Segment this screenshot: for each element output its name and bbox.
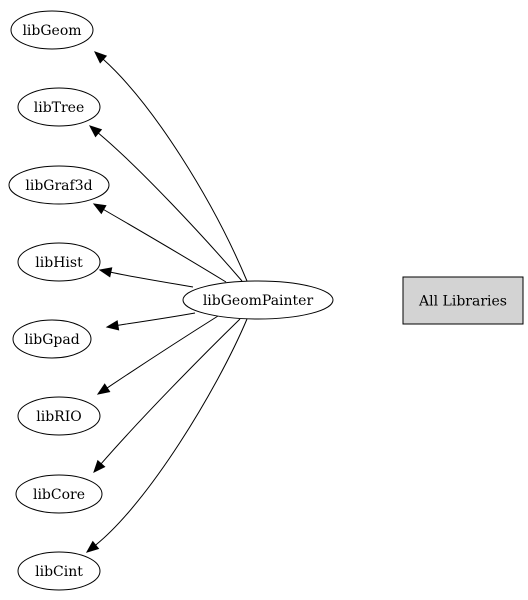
- arrowhead: [85, 540, 100, 553]
- edge-line: [102, 58, 248, 282]
- edge-libGeomPainter-to-libGeom: [94, 51, 248, 282]
- edges-layer: [85, 51, 248, 553]
- edge-libGeomPainter-to-libGpad: [105, 312, 196, 331]
- node-libGeomPainter-ellipse: [182, 280, 334, 320]
- all-libraries-box[interactable]: All Libraries: [402, 276, 524, 325]
- node-libGraf3d-ellipse: [8, 165, 110, 205]
- arrowhead: [98, 267, 113, 278]
- edge-line: [103, 209, 227, 283]
- node-libCore-label: libCore: [33, 487, 85, 503]
- node-libCint-label: libCint: [35, 564, 83, 580]
- arrowhead: [94, 51, 108, 64]
- arrowhead: [92, 203, 107, 215]
- edge-line: [117, 312, 196, 326]
- node-libHist-label: libHist: [35, 255, 83, 271]
- node-libTree-label: libTree: [34, 100, 85, 116]
- node-libGraf3d-label: libGraf3d: [25, 178, 92, 194]
- arrowhead: [96, 383, 111, 395]
- edge-libGeomPainter-to-libGraf3d: [92, 203, 227, 283]
- edge-line: [98, 132, 243, 282]
- arrowhead: [88, 125, 103, 138]
- node-libGeomPainter-label: libGeomPainter: [203, 293, 314, 309]
- node-libTree-ellipse: [17, 87, 101, 127]
- edge-libGeomPainter-to-libCint: [85, 318, 248, 553]
- node-libGeom[interactable]: libGeom: [10, 10, 94, 50]
- node-libRIO[interactable]: libRIO: [17, 396, 101, 436]
- edge-line: [106, 315, 219, 389]
- node-libGeom-label: libGeom: [22, 23, 81, 39]
- edge-line: [100, 318, 241, 465]
- arrowhead: [93, 459, 106, 473]
- edge-libGeomPainter-to-libHist: [98, 267, 194, 288]
- arrowhead: [105, 320, 120, 331]
- node-libGeomPainter[interactable]: libGeomPainter: [182, 280, 334, 320]
- node-libGpad-ellipse: [12, 319, 92, 359]
- node-libCint-ellipse: [17, 551, 101, 591]
- all-libraries-rect: [402, 276, 524, 325]
- nodes-layer: libGeomPainter libGeom libTree libGraf3d lib…: [8, 10, 524, 591]
- node-libHist-ellipse: [17, 242, 101, 282]
- node-libHist[interactable]: libHist: [17, 242, 101, 282]
- node-libCore-ellipse: [15, 474, 103, 514]
- edge-libGeomPainter-to-libCore: [93, 318, 241, 473]
- node-libGpad[interactable]: libGpad: [12, 319, 92, 359]
- edge-libGeomPainter-to-libRIO: [96, 315, 219, 395]
- node-libRIO-label: libRIO: [36, 409, 81, 425]
- node-libRIO-ellipse: [17, 396, 101, 436]
- node-libCint[interactable]: libCint: [17, 551, 101, 591]
- edge-line: [110, 271, 194, 288]
- node-libGraf3d[interactable]: libGraf3d: [8, 165, 110, 205]
- node-libTree[interactable]: libTree: [17, 87, 101, 127]
- edge-line: [95, 318, 248, 546]
- edge-libGeomPainter-to-libTree: [88, 125, 243, 282]
- node-libCore[interactable]: libCore: [15, 474, 103, 514]
- node-libGeom-ellipse: [10, 10, 94, 50]
- node-libGpad-label: libGpad: [24, 332, 79, 348]
- all-libraries-label: All Libraries: [418, 294, 507, 310]
